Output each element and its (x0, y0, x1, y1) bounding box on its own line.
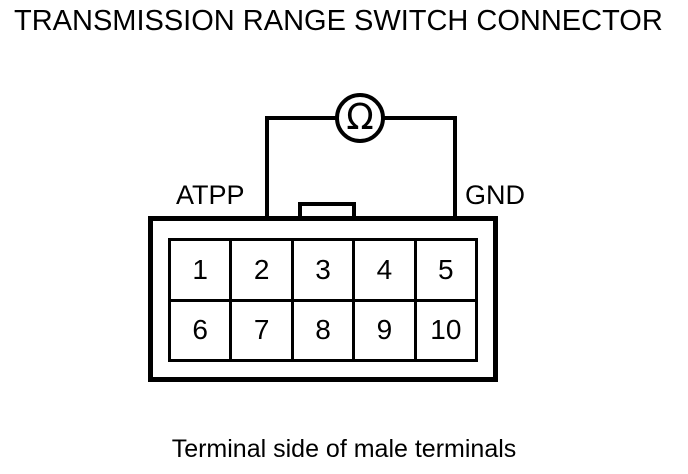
pin-cavity-3: 3 (290, 241, 352, 299)
omega-symbol: Ω (346, 97, 374, 138)
pin-cavity-9: 9 (352, 301, 413, 359)
pin-cavity-5: 5 (413, 241, 475, 299)
ohmmeter-icon: Ω (335, 93, 385, 143)
pin-cavity-2: 2 (229, 241, 290, 299)
pin-cavity-4: 4 (352, 241, 413, 299)
meter-lead-right-horizontal (377, 116, 457, 120)
page-title: TRANSMISSION RANGE SWITCH CONNECTOR (14, 5, 663, 37)
meter-lead-left-vertical (265, 116, 269, 240)
pin-row-bottom: 6 7 8 9 10 (171, 298, 475, 359)
pin-cavity-7: 7 (229, 301, 290, 359)
probe-label-atpp: ATPP (174, 180, 247, 210)
locking-tab (298, 202, 356, 220)
meter-lead-left-horizontal (265, 116, 343, 120)
connector-assembly: 1 2 3 4 5 6 7 8 9 10 (148, 202, 498, 382)
pin-cavity-10: 10 (413, 301, 475, 359)
pin-cavity-8: 8 (290, 301, 352, 359)
meter-lead-right-vertical (453, 116, 457, 240)
pin-row-top: 1 2 3 4 5 (171, 241, 475, 299)
pin-grid: 1 2 3 4 5 6 7 8 9 10 (168, 238, 478, 362)
pin-cavity-1: 1 (192, 253, 208, 285)
figure-caption: Terminal side of male terminals (171, 435, 517, 463)
probe-label-gnd: GND (463, 180, 527, 210)
pin-cavity-6: 6 (192, 314, 208, 346)
